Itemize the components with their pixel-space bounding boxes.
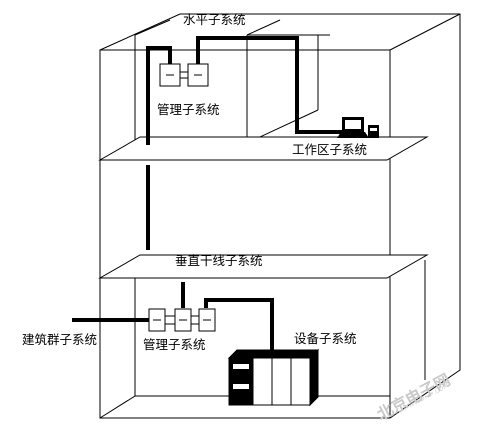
management-panel-top xyxy=(159,63,209,87)
horizontal-cable-to-work-area xyxy=(196,36,342,134)
building-group-subsystem-label: 建筑群子系统 xyxy=(22,332,98,347)
floor-slab-upper xyxy=(98,136,429,161)
horizontal-subsystem-label: 水平子系统 xyxy=(183,12,246,27)
vertical-backbone-subsystem-label: 垂直干线子系统 xyxy=(175,253,263,268)
equipment-cable xyxy=(204,298,274,352)
management-subsystem-bottom-label: 管理子系统 xyxy=(143,337,206,352)
equipment-subsystem-label: 设备子系统 xyxy=(294,331,357,346)
work-area-subsystem-label: 工作区子系统 xyxy=(292,142,368,157)
equipment-cabinet-icon xyxy=(227,348,320,407)
management-panel-bottom xyxy=(148,308,216,332)
horizontal-cable-loop xyxy=(146,46,172,145)
management-subsystem-top-label: 管理子系统 xyxy=(157,102,220,117)
floor-slab-middle xyxy=(98,254,429,279)
workstation-computer-icon xyxy=(337,117,379,138)
cable-runs xyxy=(72,36,342,352)
